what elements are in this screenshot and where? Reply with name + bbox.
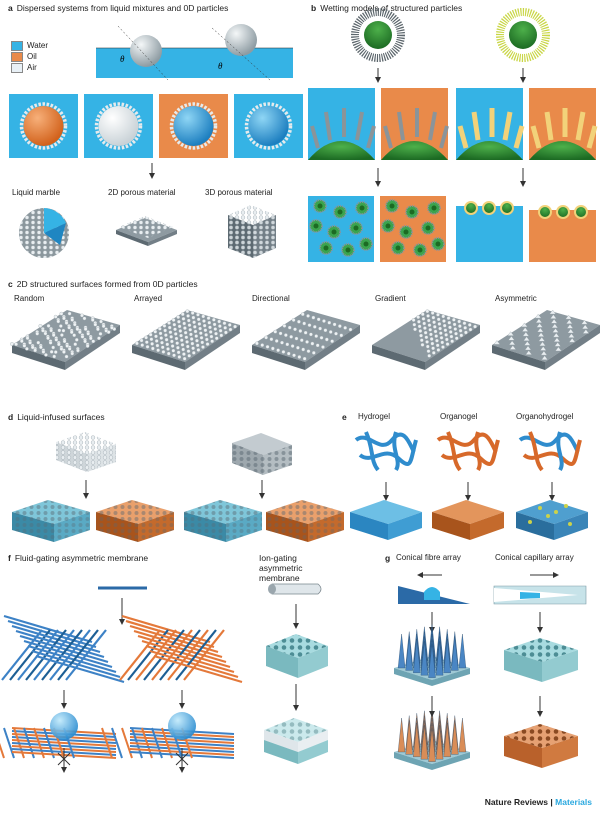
panel-c-graphics: [10, 309, 600, 370]
capillary-array-blue: [504, 638, 578, 682]
panel-f-title2: Ion-gating asymmetric membrane: [259, 553, 303, 583]
droplet-right: [168, 712, 196, 740]
droplet-left: [50, 712, 78, 740]
caption-conical-capillary: Conical capillary array: [495, 553, 574, 562]
caption-2d-porous: 2D porous material: [108, 188, 176, 197]
organohydrogel-block: [516, 500, 588, 540]
panel-e-graphics: [350, 431, 588, 540]
fibre-droplet: [424, 587, 440, 600]
plate-5: [492, 309, 600, 370]
structured-particle-yellow: [496, 8, 550, 62]
nanochannel-tube: [268, 583, 322, 595]
mesh-blue: [1, 614, 125, 684]
plate-2: [132, 309, 240, 370]
caption-organohydrogel: Organohydrogel: [516, 412, 574, 421]
cone-array-orange: [394, 708, 470, 770]
caption-liquid-marble: Liquid marble: [12, 188, 61, 197]
plate-3: [252, 310, 360, 370]
panel-b-graphics: [308, 8, 598, 262]
membrane-gate-right: [101, 727, 235, 759]
infused-block-4: [266, 500, 344, 542]
cylindrical-pore-array: [266, 634, 328, 678]
particle-partial-wet: [130, 35, 162, 67]
plate-4: [372, 309, 480, 370]
legend-water: Water: [11, 40, 48, 51]
bilayer-pore-array: [264, 718, 328, 764]
infused-block-3: [184, 500, 262, 542]
caption-gradient: Gradient: [375, 294, 406, 303]
caption-hydrogel: Hydrogel: [358, 412, 391, 421]
organogel-block: [432, 500, 504, 540]
structured-particle-grey: [351, 8, 405, 62]
particle-hydrophobic: [225, 24, 257, 56]
hydrogel-block: [350, 500, 422, 540]
panel-a-graphics: θ θ: [9, 24, 303, 258]
interface-water: [456, 206, 523, 262]
panel-d-graphics: [12, 432, 344, 542]
stacked-spheres-block: [56, 432, 116, 472]
plate-1: [10, 310, 120, 370]
caption-organogel: Organogel: [440, 412, 478, 421]
hydrogel-network: [354, 431, 418, 472]
panel-f-graphics: [0, 583, 328, 773]
legend-air: Air: [11, 62, 48, 73]
panel-g-graphics: [394, 572, 587, 770]
theta-2: θ: [218, 61, 223, 71]
legend-oil: Oil: [11, 51, 48, 62]
panel-e-letter: e: [342, 412, 347, 422]
caption-directional: Directional: [252, 294, 290, 303]
footer: Nature Reviews | Materials: [484, 797, 592, 807]
cone-array-blue: [394, 624, 470, 686]
organohydrogel-network: [518, 431, 582, 472]
infused-block-1: [12, 500, 90, 542]
conical-capillary: [493, 585, 587, 605]
capillary-array-orange: [504, 724, 578, 768]
inverse-opal-block: [232, 433, 292, 475]
legend: Water Oil Air: [11, 40, 48, 73]
theta-1: θ: [120, 54, 125, 64]
caption-conical-fibre: Conical fibre array: [396, 553, 461, 562]
caption-arrayed: Arrayed: [134, 294, 163, 303]
caption-asymmetric: Asymmetric: [495, 294, 537, 303]
mesh-orange: [119, 614, 243, 684]
infused-block-2: [96, 500, 174, 542]
panel-g-letter: g: [385, 553, 391, 563]
3d-porous: [228, 205, 276, 225]
water-layer: [96, 48, 293, 78]
caption-random: Random: [14, 294, 45, 303]
organogel-network: [436, 431, 500, 472]
caption-3d-porous: 3D porous material: [205, 188, 273, 197]
